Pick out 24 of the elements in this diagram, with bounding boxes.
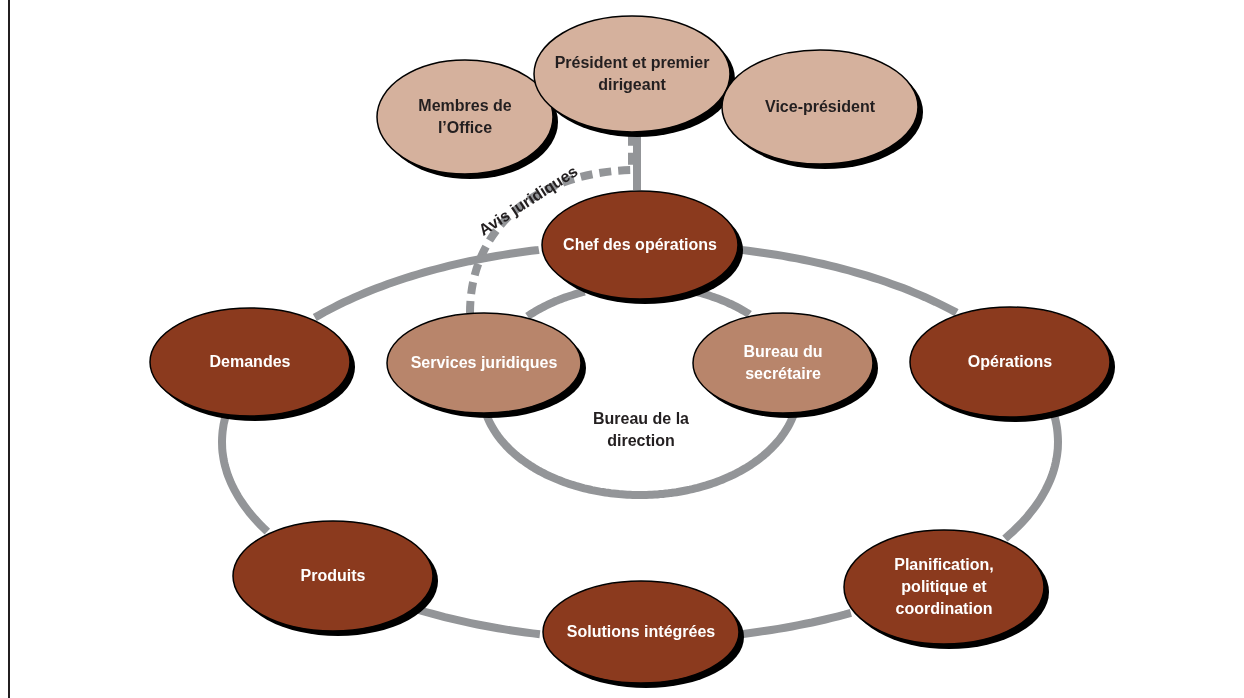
region-label: Bureau de la direction [592,409,690,451]
ellipse-node [149,307,357,423]
ellipse-node [386,312,588,420]
node-label: Chef des opérations [563,235,717,255]
node-label: Solutions intégrées [566,622,716,642]
ellipse-node [721,49,925,171]
node-label: Opérations [967,352,1053,372]
ellipse-node [843,529,1051,651]
ellipse-node [692,312,880,420]
node-label: Services juridiques [410,353,558,373]
connector-line [525,287,587,320]
ellipse-node [542,580,746,690]
node-label: Membres de l’Office [417,96,513,138]
node-label: Bureau du secrétaire [742,342,824,384]
connector-line [740,245,960,317]
ellipse-node [533,15,737,139]
node-label: Vice-président [765,97,875,117]
ellipse-node [909,306,1117,424]
node-label: Produits [300,566,366,586]
connector-line [1001,413,1062,542]
node-label: Demandes [209,352,291,372]
ellipse-node [232,520,440,638]
node-label: Président et premier dirigeant [553,53,711,95]
node-label: Planification, politique et coordination [893,555,995,619]
